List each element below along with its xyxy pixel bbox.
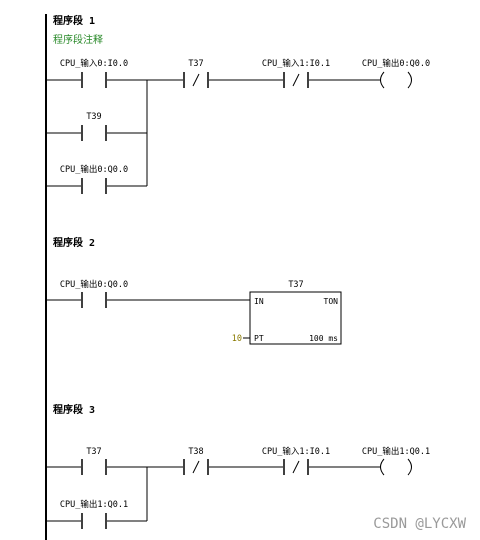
network-3[interactable]: 程序段 3 T37 CPU_输出1:Q0.1 T38 [46, 403, 430, 529]
contact-label: CPU_输入1:I0.1 [262, 446, 330, 457]
network-2-title: 程序段 2 [53, 236, 95, 249]
timer-preset-value[interactable]: 10 [232, 334, 242, 344]
watermark-text: CSDN @LYCXW [373, 516, 466, 532]
network-3-title: 程序段 3 [53, 403, 95, 416]
contact-no-t37[interactable] [81, 459, 107, 475]
contact-label: T37 [188, 59, 203, 69]
contact-nc-stop[interactable] [283, 72, 309, 88]
contact-label: T39 [86, 112, 101, 122]
contact-label: T37 [86, 447, 101, 457]
timer-resolution: 100 ms [309, 334, 338, 343]
coil-label: CPU_输出0:Q0.0 [362, 58, 430, 69]
timer-box [249, 291, 342, 345]
timer-in-label: IN [254, 297, 264, 306]
contact-no-q00[interactable] [81, 292, 107, 308]
contact-label: CPU_输入1:I0.1 [262, 58, 330, 69]
network-2[interactable]: 程序段 2 CPU_输出0:Q0.0 T37 IN TON PT 100 ms … [46, 236, 342, 345]
timer-block-t37[interactable]: T37 IN TON PT 100 ms [249, 280, 342, 345]
network-1-title: 程序段 1 [53, 14, 95, 27]
timer-name: T37 [288, 280, 303, 290]
contact-nc-t37[interactable] [183, 72, 209, 88]
coil-q01[interactable] [380, 458, 412, 476]
contact-nc-t38[interactable] [183, 459, 209, 475]
contact-no-start[interactable] [81, 72, 107, 88]
coil-label: CPU_输出1:Q0.1 [362, 446, 430, 457]
contact-label: CPU_输出0:Q0.0 [60, 279, 128, 290]
contact-no-q01-hold[interactable] [81, 513, 107, 529]
contact-label: CPU_输入0:I0.0 [60, 58, 128, 69]
contact-label: T38 [188, 447, 203, 457]
contact-nc-stop[interactable] [283, 459, 309, 475]
network-1[interactable]: 程序段 1 程序段注释 CPU_输入0:I0.0 T39 CPU_输出0: [46, 14, 430, 194]
network-1-comment: 程序段注释 [53, 33, 103, 46]
timer-type-label: TON [324, 297, 339, 306]
contact-label: CPU_输出1:Q0.1 [60, 499, 128, 510]
coil-q00[interactable] [380, 71, 412, 89]
contact-no-q00-hold[interactable] [81, 178, 107, 194]
timer-pt-label: PT [254, 334, 264, 343]
contact-label: CPU_输出0:Q0.0 [60, 164, 128, 175]
contact-no-t39[interactable] [81, 125, 107, 141]
